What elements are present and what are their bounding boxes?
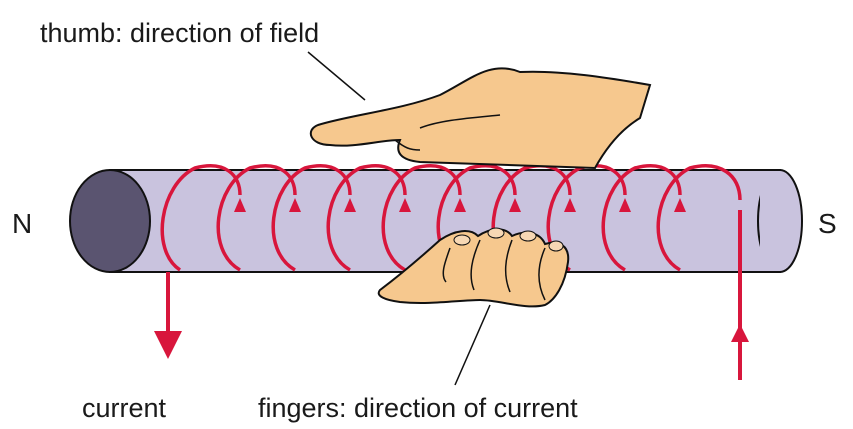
south-pole-label: S (818, 208, 837, 239)
hand-thumb-pointing-left-icon (311, 68, 650, 168)
current-caption: current (82, 393, 167, 423)
thumb-leader-line (308, 52, 365, 100)
thumb-caption: thumb: direction of field (40, 18, 319, 48)
fingers-leader-line (455, 305, 490, 385)
north-pole-label: N (12, 208, 32, 239)
lead-wire-right-arrow (731, 324, 749, 342)
rod-left-end (70, 170, 150, 272)
fingers-caption: fingers: direction of current (258, 393, 578, 423)
